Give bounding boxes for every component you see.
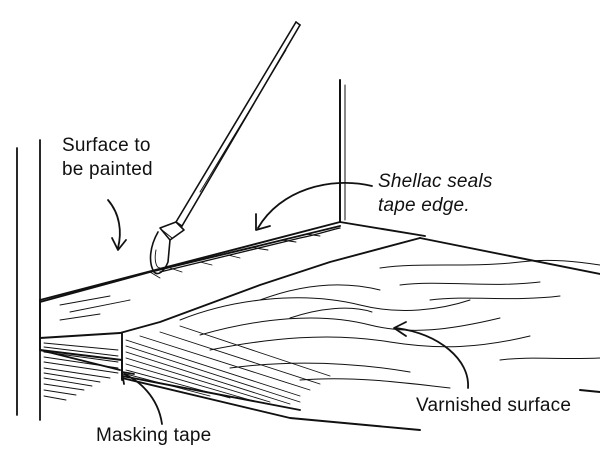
surface-label-line2: be painted	[62, 158, 153, 182]
paintbrush-icon	[151, 22, 300, 274]
masking-label: Masking tape	[96, 424, 211, 448]
tape-hatching	[60, 234, 320, 320]
shellac-label-line2: tape edge.	[378, 194, 493, 218]
shellac-label: Shellac seals tape edge.	[378, 170, 493, 218]
surface-label: Surface to be painted	[62, 134, 153, 182]
shellac-label-line1: Shellac seals	[378, 170, 493, 194]
front-shading	[44, 326, 330, 404]
varnished-label: Varnished surface	[416, 394, 571, 418]
surface-label-line1: Surface to	[62, 134, 153, 158]
shellac-line	[160, 228, 340, 272]
